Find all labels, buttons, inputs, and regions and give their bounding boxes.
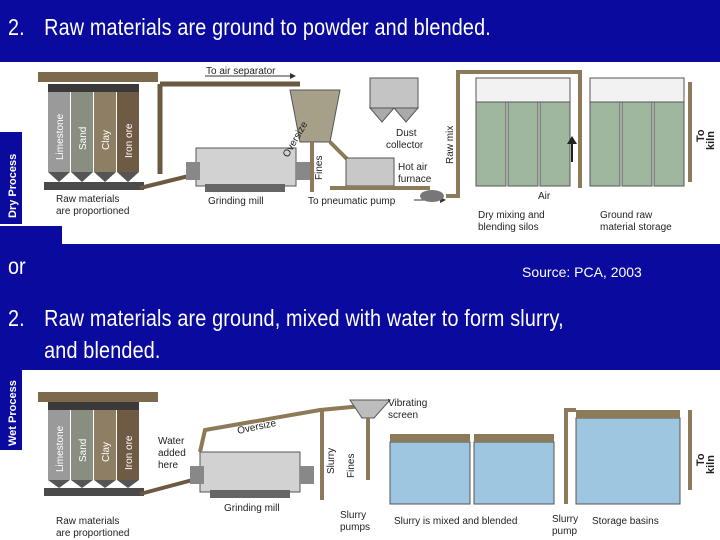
to-kiln-label-2: kiln — [705, 131, 717, 150]
slurry-mixing-tanks — [390, 434, 554, 504]
wet-process-diagram: Wet Process Limestone Sand Clay Iron ore — [0, 370, 720, 540]
dry-process-tab: Dry Process — [0, 132, 22, 224]
slurry-pumps-label-2: pumps — [340, 522, 370, 533]
dry-storage-silos — [590, 78, 684, 186]
proportioned-label-2: are proportioned — [56, 206, 129, 217]
heading-text-line1: Raw materials are ground, mixed with wat… — [44, 305, 564, 331]
silo-clay-label: Clay — [101, 442, 112, 462]
pneumatic-pump-label: To pneumatic pump — [308, 196, 396, 207]
heading-text: Raw materials are ground to powder and b… — [44, 14, 491, 40]
water-added-label-1: Water — [158, 436, 185, 447]
heading-number: 2. — [8, 305, 44, 332]
silo-ironore-label: Iron ore — [124, 435, 135, 470]
dust-collector-label-1: Dust — [396, 128, 417, 139]
ground-raw-label-2: material storage — [600, 222, 672, 233]
dust-collector-label-2: collector — [386, 140, 424, 151]
to-kiln-label-2: kiln — [705, 455, 717, 474]
heading-wet-process: 2.Raw materials are ground, mixed with w… — [8, 305, 564, 332]
heading-number: 2. — [8, 14, 44, 41]
hot-air-furnace-label-2: furnace — [398, 174, 432, 185]
slurry-label: Slurry — [326, 448, 337, 474]
slurry-mixed-label: Slurry is mixed and blended — [394, 516, 517, 527]
silo-ironore-label: Iron ore — [124, 123, 135, 158]
proportioned-label-1: Raw materials — [56, 516, 119, 527]
wet-grinding-mill — [190, 452, 314, 498]
vibrating-screen-label-1: Vibrating — [388, 398, 427, 409]
dry-mixing-label-1: Dry mixing and — [478, 210, 545, 221]
dry-blending-silos — [476, 78, 570, 186]
raw-mix-label: Raw mix — [445, 126, 456, 164]
dry-process-diagram: Dry Process Limestone Sand Clay Iron ore — [0, 62, 720, 244]
dry-mixing-label-2: blending silos — [478, 222, 539, 233]
air-label: Air — [538, 191, 551, 202]
heading-wet-process-line2: and blended. — [8, 337, 161, 364]
dry-process-label: Dry Process — [7, 154, 19, 218]
silo-limestone-label: Limestone — [55, 113, 66, 160]
ground-raw-label-1: Ground raw — [600, 210, 653, 221]
heading-text-line2: and blended. — [44, 337, 160, 363]
fines-label: Fines — [346, 454, 357, 478]
wet-process-tab: Wet Process — [0, 370, 22, 450]
silo-sand-label: Sand — [78, 127, 89, 150]
to-air-separator-label: To air separator — [206, 66, 276, 77]
slurry-pump-label-1: Slurry — [552, 514, 578, 525]
dry-silos: Limestone Sand Clay Iron ore — [38, 72, 158, 190]
dust-collector — [370, 78, 418, 122]
wet-silos: Limestone Sand Clay Iron ore — [38, 392, 158, 496]
fines-label: Fines — [314, 156, 325, 180]
proportioned-label-1: Raw materials — [56, 194, 119, 205]
or-text: or — [8, 253, 26, 280]
grinding-mill-label: Grinding mill — [224, 503, 280, 514]
slurry-pumps-label-1: Slurry — [340, 510, 366, 521]
water-added-label-2: added — [158, 448, 186, 459]
storage-basins — [576, 410, 680, 504]
water-added-label-3: here — [158, 460, 178, 471]
silo-sand-label: Sand — [78, 439, 89, 462]
proportioned-label-2: are proportioned — [56, 528, 129, 539]
hot-air-furnace-label-1: Hot air — [398, 162, 428, 173]
storage-basins-label: Storage basins — [592, 516, 659, 527]
wet-process-label: Wet Process — [7, 380, 19, 446]
vibrating-screen-label-2: screen — [388, 410, 418, 421]
slurry-pump-label-2: pump — [552, 526, 577, 537]
source-citation: Source: PCA, 2003 — [522, 264, 642, 280]
silo-clay-label: Clay — [101, 130, 112, 150]
silo-limestone-label: Limestone — [55, 425, 66, 472]
heading-dry-process: 2.Raw materials are ground to powder and… — [8, 14, 491, 41]
grinding-mill-label: Grinding mill — [208, 196, 264, 207]
